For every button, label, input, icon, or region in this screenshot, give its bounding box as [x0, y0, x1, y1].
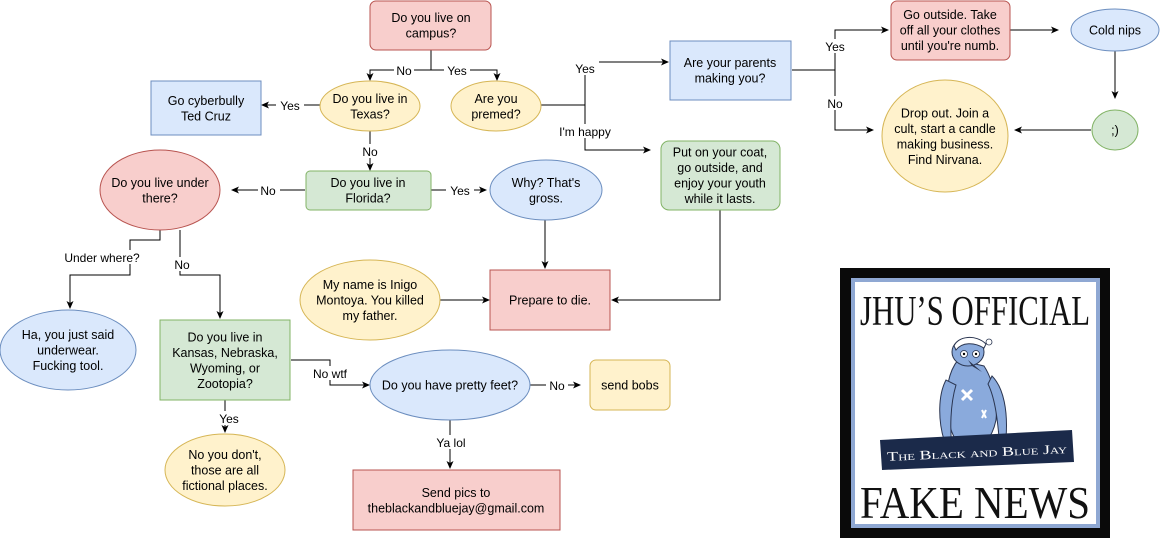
node-gross-text-line: Why? That's [512, 176, 581, 190]
node-cyberbully-text-line: Go cyberbully [168, 94, 245, 108]
label-under-where: Under where? [64, 251, 140, 265]
label-kansas-yes: Yes [219, 412, 239, 426]
node-clothes[interactable] [890, 0, 1011, 61]
node-clothes-text-line: until you're numb. [901, 39, 999, 53]
node-kansas-text-line: Wyoming, or [190, 361, 260, 375]
node-texas-text-line: Texas? [350, 107, 390, 121]
fake-news-logo: JHU’S OFFICIAL The Black and Blue Jay FA… [840, 268, 1110, 538]
node-coat-text-line: Put on your coat, [673, 145, 768, 159]
node-underwear-text-line: Ha, you just said [22, 328, 114, 342]
logo-bottom-text: FAKE NEWS [860, 477, 1090, 528]
node-kansas-text-line: Kansas, Nebraska, [172, 346, 278, 360]
node-gross-text-line: gross. [529, 191, 563, 205]
node-underthere-text-line: Do you live under [111, 176, 208, 190]
node-underwear-text-line: underwear. [37, 344, 99, 358]
node-bobs[interactable] [589, 359, 671, 411]
label-texas-yes: Yes [280, 99, 300, 113]
node-florida-text-line: Florida? [345, 191, 390, 205]
node-fictional-text-line: those are all [191, 464, 259, 478]
node-texas-text-line: Do you live in [332, 92, 407, 106]
node-pics-text-line: Send pics to [422, 486, 491, 500]
node-inigo-text-line: Montoya. You killed [316, 294, 424, 308]
node-kansas-text-line: Do you live in [187, 330, 262, 344]
node-clothes-text-line: off all your clothes [900, 24, 1001, 38]
node-underthere-text-line: there? [142, 191, 177, 205]
node-cyberbully[interactable] [150, 80, 262, 136]
node-coldnips[interactable] [1070, 8, 1160, 52]
node-campus-text-line: Do you live on [391, 11, 470, 25]
label-premed-yes: Yes [575, 62, 595, 76]
node-prepare-text-line: Prepare to die. [509, 294, 591, 308]
label-feet-yalol: Ya lol [436, 436, 465, 450]
node-coldnips-text-line: Cold nips [1089, 24, 1141, 38]
node-parents[interactable] [669, 40, 792, 101]
node-dropout-text-line: Find Nirvana. [908, 153, 982, 167]
label-florida-yes: Yes [450, 184, 470, 198]
node-wink[interactable] [1091, 109, 1139, 151]
node-florida-text-line: Do you live in [330, 176, 405, 190]
node-dropout-text-line: cult, start a candle [894, 122, 995, 136]
node-underthere[interactable] [99, 149, 221, 231]
logo-banner [880, 430, 1074, 470]
node-florida[interactable] [305, 170, 432, 211]
label-campus-no: No [396, 64, 412, 78]
node-feet[interactable] [369, 349, 531, 421]
edge-parents-no [834, 70, 874, 134]
node-kansas[interactable] [159, 319, 291, 401]
node-campus-text-line: campus? [406, 26, 457, 40]
label-texas-no: No [362, 145, 378, 159]
node-coat-text-line: enjoy your youth [674, 176, 766, 190]
label-parents-no: No [827, 97, 843, 111]
label-under-no: No [174, 258, 190, 272]
node-underwear-text-line: Fucking tool. [33, 359, 104, 373]
node-pics-text-line: theblackandbluejay@gmail.com [368, 501, 545, 515]
node-campus[interactable] [369, 0, 492, 51]
node-dropout-text-line: making business. [897, 137, 994, 151]
node-dropout-text-line: Drop out. Join a [901, 106, 989, 120]
logo-top-text: JHU’S OFFICIAL [860, 289, 1090, 335]
node-kansas-text-line: Zootopia? [197, 377, 253, 391]
node-fictional[interactable] [164, 433, 286, 507]
edge-labels: No Yes Yes No Yes I'm happy Yes No No Ye… [57, 39, 849, 450]
node-prepare[interactable] [489, 269, 611, 331]
node-cyberbully-text-line: Ted Cruz [181, 109, 231, 123]
label-kansas-nowtf: No wtf [313, 367, 348, 381]
edge-premed-happy [584, 105, 651, 154]
node-fictional-text-line: No you don't, [188, 448, 261, 462]
label-parents-yes: Yes [825, 40, 845, 54]
label-campus-yes: Yes [447, 64, 467, 78]
node-pics[interactable] [352, 469, 561, 531]
node-underwear[interactable] [0, 309, 137, 391]
edge-under-where [66, 230, 161, 309]
node-premed[interactable] [450, 80, 542, 132]
node-parents-text-line: Are your parents [684, 56, 776, 70]
node-dropout[interactable] [881, 79, 1009, 193]
node-wink-text-line: ;) [1111, 124, 1119, 138]
label-florida-no: No [260, 184, 276, 198]
node-feet-text-line: Do you have pretty feet? [382, 379, 518, 393]
node-inigo-text-line: My name is Inigo [323, 278, 418, 292]
node-fictional-text-line: fictional places. [182, 479, 267, 493]
label-feet-no: No [549, 379, 565, 393]
label-premed-happy: I'm happy [559, 125, 611, 139]
bluejay-mascot-icon [939, 337, 1007, 453]
node-coat-text-line: go outside, and [677, 161, 763, 175]
edge-parents-yes [834, 26, 889, 70]
edge-under-no [179, 230, 224, 319]
node-inigo-text-line: my father. [343, 309, 398, 323]
node-premed-text-line: premed? [471, 107, 520, 121]
node-texas[interactable] [319, 80, 421, 132]
node-clothes-text-line: Go outside. Take [903, 8, 997, 22]
edge-coat-prepare [611, 210, 721, 304]
node-premed-text-line: Are you [474, 92, 517, 106]
node-coat[interactable] [660, 140, 781, 211]
node-coat-text-line: while it lasts. [684, 192, 756, 206]
node-parents-text-line: making you? [695, 71, 766, 85]
node-bobs-text-line: send bobs [601, 379, 659, 393]
node-gross[interactable] [489, 159, 603, 221]
node-inigo[interactable] [299, 259, 441, 341]
